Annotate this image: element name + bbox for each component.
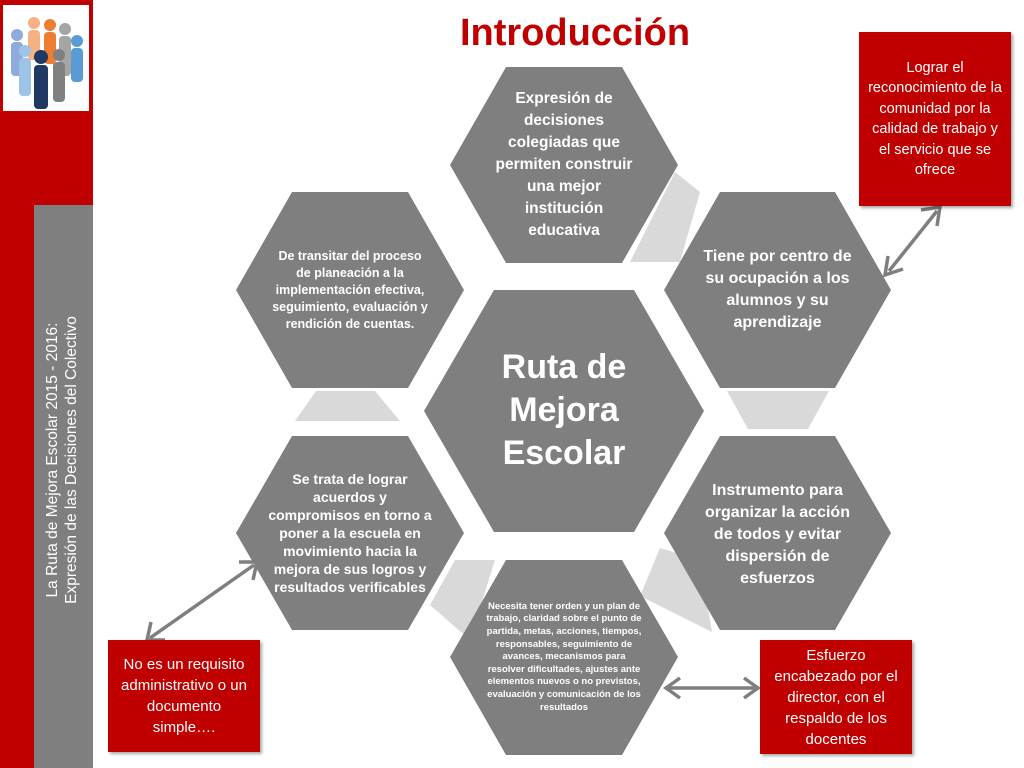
person-icon-7 — [34, 50, 48, 109]
hexagon-center-text: Ruta de Mejora Escolar — [501, 347, 627, 472]
hexagon-center — [424, 290, 704, 532]
person-icon-5 — [71, 35, 83, 82]
connector-bottom-lower-left — [430, 560, 495, 640]
connector-top-upper-right — [630, 172, 700, 262]
callout-bottom-right: Esfuerzo encabezado por el director, con… — [760, 640, 912, 754]
callout-bottom-left: No es un requisito administrativo o un d… — [108, 640, 260, 752]
sidebar: La Ruta de Mejora Escolar 2015 - 2016: E… — [0, 0, 93, 768]
hexagon-lower-right-text: Instrumento para organizar la acción de … — [705, 482, 850, 587]
hexagon-lower-right — [664, 436, 891, 630]
hexagon-bottom-text: Necesita tener orden y un plan de trabaj… — [486, 600, 642, 713]
double-arrow-bottom-right — [662, 676, 762, 700]
people-logo — [3, 5, 89, 111]
sidebar-subtitle-bar — [34, 205, 93, 768]
hexagon-upper-left-text: De transitar del proceso de planeación a… — [272, 248, 428, 331]
person-icon-8 — [53, 49, 65, 102]
double-arrow-top-right — [882, 204, 943, 278]
connector-right — [727, 391, 829, 429]
connector-left — [295, 391, 400, 421]
hexagon-top — [450, 67, 678, 263]
person-icon-6 — [19, 45, 31, 96]
hexagon-top-text: Expresión de decisiones colegiadas que p… — [495, 90, 633, 239]
hexagon-bottom — [450, 560, 678, 755]
hexagon-upper-right-text: Tiene por centro de su ocupación a los a… — [703, 248, 852, 331]
hexagon-upper-right — [664, 192, 891, 388]
hexagon-lower-left-text: Se trata de lograr acuerdos y compromiso… — [268, 471, 432, 595]
page-title: Introducción — [459, 12, 691, 54]
double-arrow-bottom-left — [144, 560, 260, 642]
hexagon-upper-left — [236, 192, 464, 388]
hexagon-lower-left — [236, 436, 464, 630]
callout-top-right: Lograr el reconocimiento de la comunidad… — [859, 32, 1011, 206]
